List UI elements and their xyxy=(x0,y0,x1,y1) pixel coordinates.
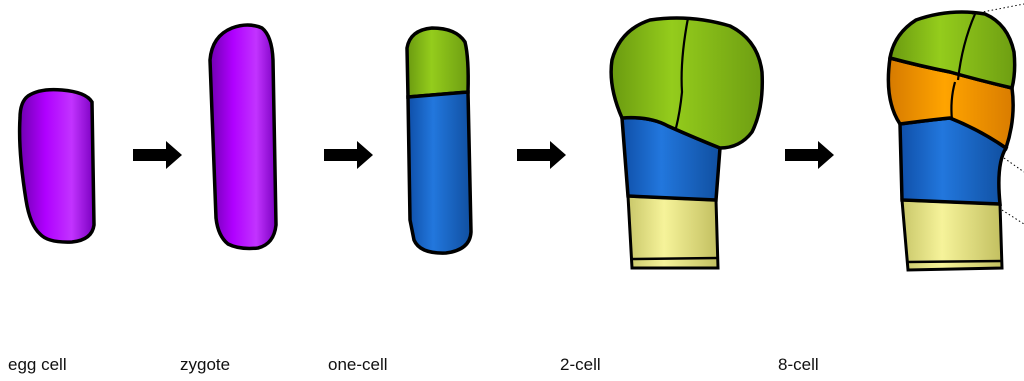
arrow-icon xyxy=(785,141,834,169)
stage-label-zygote: zygote xyxy=(180,355,230,375)
egg-cell-shape xyxy=(20,90,94,243)
stage-label-egg-cell: egg cell xyxy=(8,355,67,375)
stage-label-two-cell: 2-cell xyxy=(560,355,601,375)
arrow-icon xyxy=(324,141,373,169)
stage-label-one-cell: one-cell xyxy=(328,355,388,375)
two-cell-embryo-shape xyxy=(611,18,762,268)
arrow-icon xyxy=(517,141,566,169)
zygote-shape xyxy=(210,25,276,249)
stage-label-eight-cell: 8-cell xyxy=(778,355,819,375)
arrow-icon xyxy=(133,141,182,169)
one-cell-embryo-shape xyxy=(407,28,471,253)
eight-cell-embryo-shape xyxy=(888,12,1014,270)
